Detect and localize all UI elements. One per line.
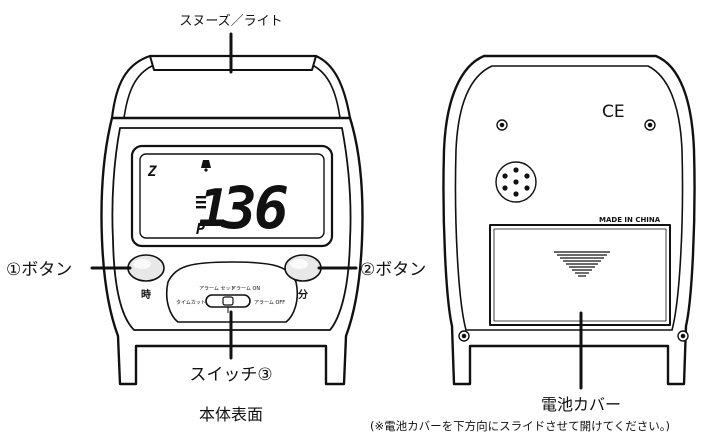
slide-down-arrow-icon	[554, 251, 610, 277]
lcd-minutes: 36	[221, 174, 288, 242]
front-caption: 本体表面	[199, 405, 263, 424]
lcd-z-indicator: Z	[147, 164, 157, 180]
back-inner-outline	[454, 65, 684, 331]
lcd-pm-indicator: P	[196, 220, 205, 238]
battery-cover-label: 電池カバー	[541, 395, 621, 414]
front-body-outline	[100, 116, 364, 386]
front-callout-lines	[90, 32, 358, 360]
front-face-outline	[111, 127, 352, 331]
front-cap-inner	[123, 65, 153, 119]
button-1-label: 時	[141, 288, 151, 301]
switch3-callout-label: スイッチ③	[189, 365, 272, 385]
speaker-grille-icon	[495, 161, 537, 203]
button2-callout-label: ②ボタン	[360, 260, 426, 280]
back-body-outline	[442, 54, 696, 386]
screw-bottom-left-icon	[458, 330, 470, 342]
screw-bottom-right-icon	[677, 330, 689, 342]
button-2-highlight	[290, 259, 308, 269]
front-lower-panel	[165, 261, 299, 323]
ce-mark: CE	[602, 102, 625, 122]
battery-cover-inner	[493, 228, 667, 322]
alarm-switch: アラーム セット アラーム ON タイムカット アラーム OFF	[176, 286, 285, 313]
back-screws	[458, 119, 689, 342]
lcd-window	[139, 153, 325, 239]
switch-knob[interactable]	[222, 296, 234, 306]
front-buttons: 時 分	[127, 254, 322, 301]
lcd-display: Z 1 P 36	[147, 160, 291, 242]
lcd-bars-icon	[196, 196, 206, 209]
snooze-light-label: スヌーズ／ライト	[179, 13, 282, 29]
battery-cover-note: (※電池カバーを下方向にスライドさせて開けてください。)	[370, 419, 670, 433]
lcd-hour: 1	[198, 179, 229, 239]
battery-cover[interactable]	[489, 224, 671, 326]
made-in-label: MADE IN CHINA	[599, 216, 661, 224]
alarm-bell-icon	[201, 160, 211, 172]
button-1-highlight	[133, 259, 151, 269]
switch-label-timer: タイムカット	[176, 299, 206, 306]
front-cap-inner-right	[313, 65, 341, 119]
switch-label-alarm-set: アラーム セット	[199, 286, 235, 292]
switch-label-alarm-off: アラーム OFF	[254, 300, 285, 306]
screw-top-left-icon	[496, 119, 508, 131]
front-device	[100, 54, 364, 386]
front-cap-front	[149, 55, 317, 71]
switch-label-alarm-on: アラーム ON	[231, 286, 260, 292]
lcd-frame	[130, 144, 334, 248]
button1-callout-label: ①ボタン	[6, 260, 72, 280]
screw-top-right-icon	[644, 119, 656, 131]
button-2-label: 分	[298, 288, 308, 301]
